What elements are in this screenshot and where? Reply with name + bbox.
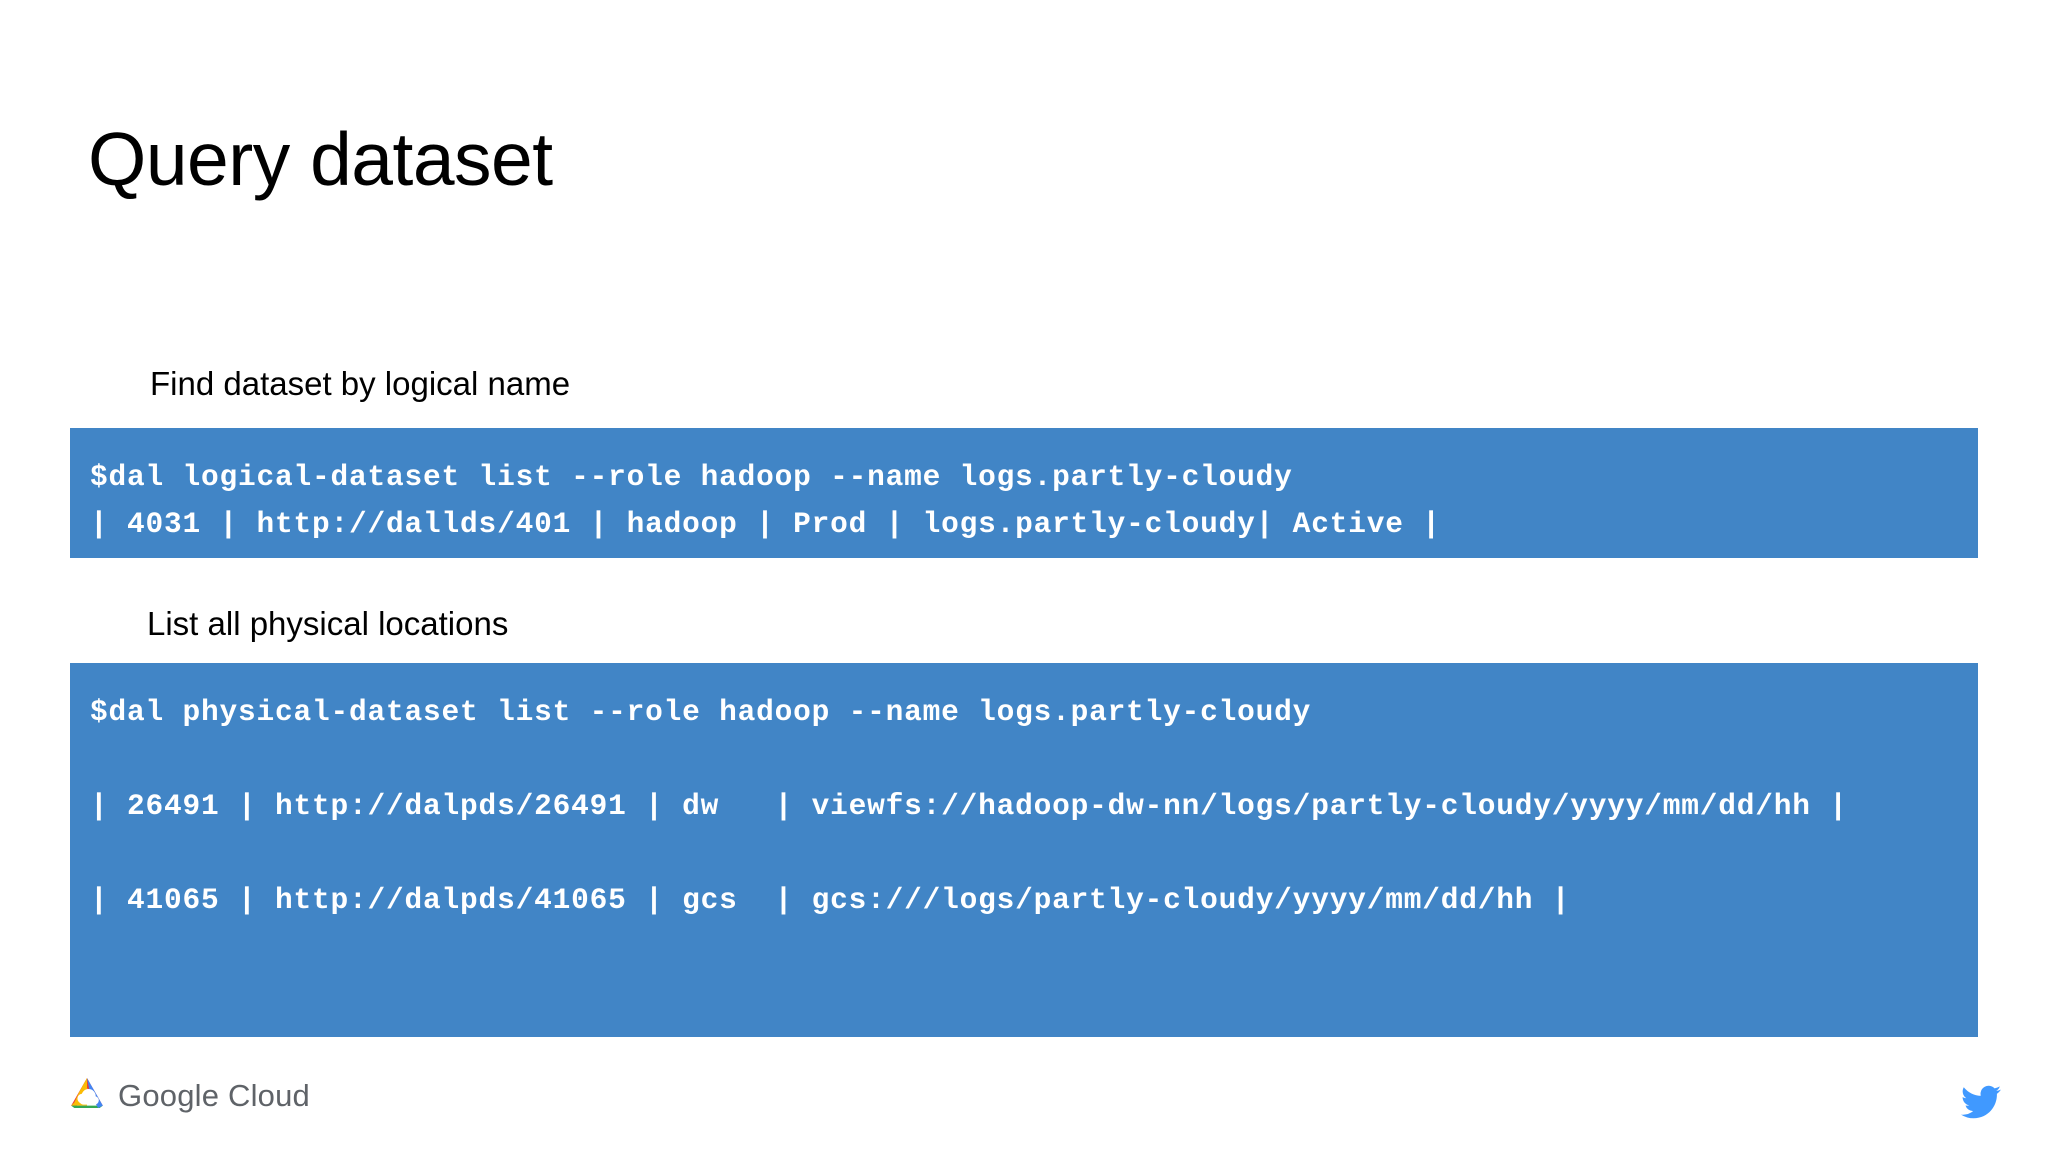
page-title: Query dataset [88, 117, 553, 201]
code-line-blank [90, 830, 1978, 877]
code-line: | 26491 | http://dalpds/26491 | dw | vie… [90, 789, 1848, 823]
google-cloud-wordmark: Google Cloud [118, 1077, 310, 1113]
google-cloud-icon [68, 1076, 106, 1115]
physical-dataset-code-block: $dal physical-dataset list --role hadoop… [70, 663, 1978, 1037]
code-line: | 4031 | http://dallds/401 | hadoop | Pr… [90, 507, 1441, 541]
caption-list-all-physical-locations: List all physical locations [147, 605, 509, 642]
code-line: $dal physical-dataset list --role hadoop… [90, 695, 1312, 729]
twitter-bird-icon[interactable] [1958, 1082, 2004, 1127]
code-line-blank [90, 736, 1978, 783]
google-cloud-logo: Google Cloud [68, 1076, 310, 1115]
logical-dataset-code-block: $dal logical-dataset list --role hadoop … [70, 428, 1978, 558]
caption-find-dataset-by-logical-name: Find dataset by logical name [150, 365, 571, 402]
code-line: | 41065 | http://dalpds/41065 | gcs | gc… [90, 883, 1571, 917]
code-line: $dal logical-dataset list --role hadoop … [90, 460, 1293, 494]
